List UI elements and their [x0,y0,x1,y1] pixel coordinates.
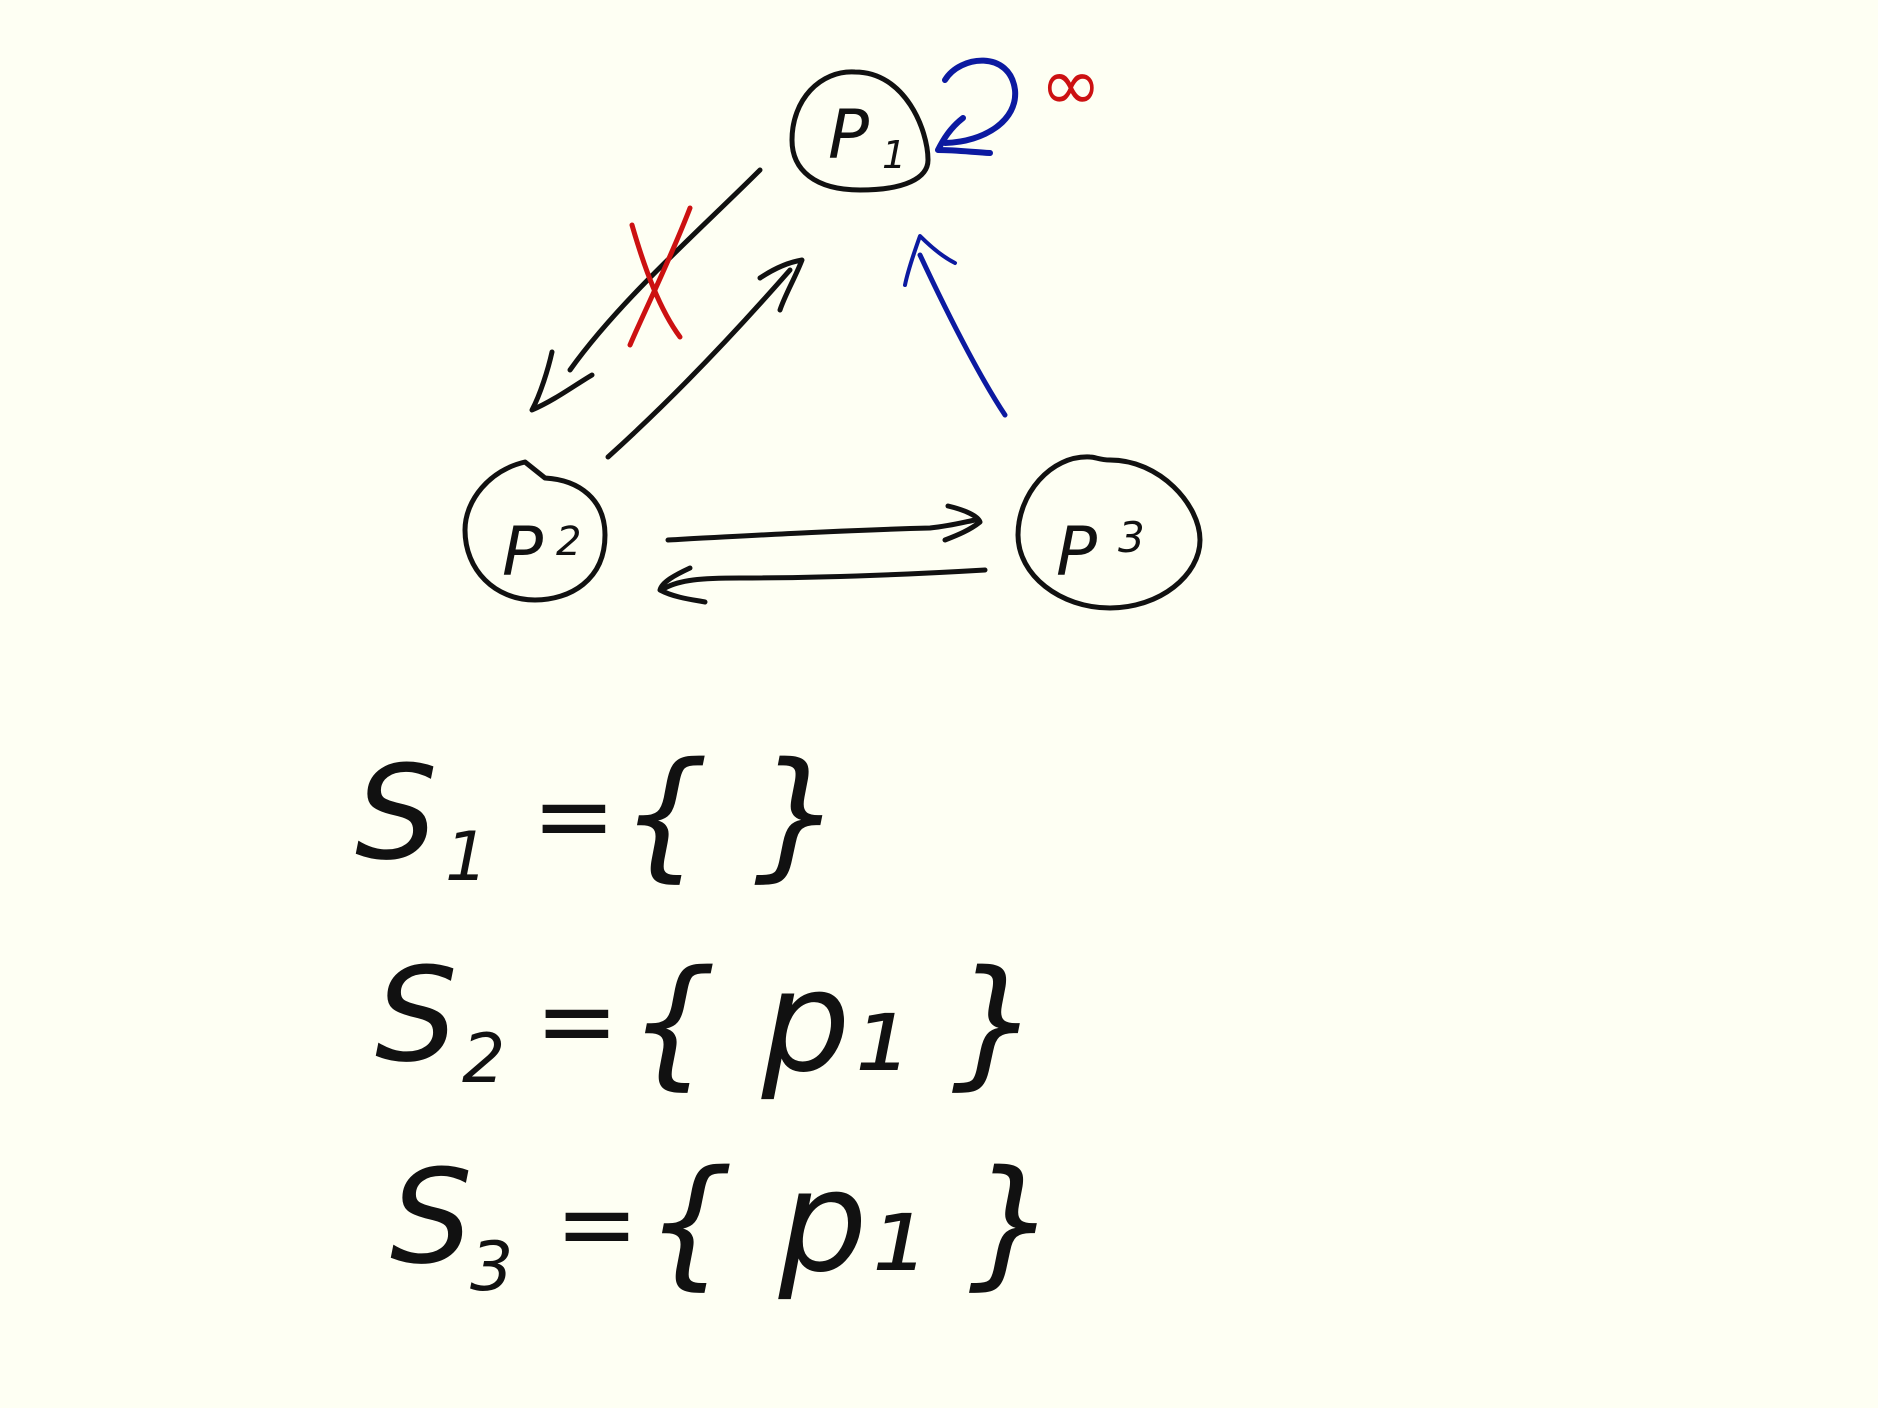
node-p3-subscript: 3 [1118,513,1145,562]
set-row-1: S 1 = { } [355,733,843,897]
node-p2-circle [462,459,608,603]
set-2-subscript: 2 [462,1020,505,1099]
set-2-members: { p₁ } [628,941,1040,1104]
self-loop-p1 [935,57,1019,156]
node-p2-label: P [502,513,543,592]
self-loop-weight: ∞ [1040,42,1102,128]
set-2-name: S [375,939,458,1091]
edge-p2-to-p1 [605,257,805,460]
set-3-equals: = [555,1165,639,1282]
edge-p1-to-p2 [529,167,763,413]
node-p3: P 3 [1015,454,1203,611]
node-p3-circle [1015,454,1203,611]
node-p1: P 1 [789,69,931,193]
blocked-mark [627,205,693,348]
node-p1-subscript: 1 [882,133,906,177]
set-1-members: { } [620,733,843,896]
set-3-members: { p₁ } [645,1141,1057,1304]
set-1-name: S [355,737,438,889]
set-3-name: S [390,1141,473,1293]
edge-p3-to-p1 [903,234,1008,418]
set-2-equals: = [535,962,619,1079]
set-3-subscript: 3 [470,1228,513,1307]
node-p2: P 2 [462,459,608,603]
set-1-subscript: 1 [445,818,488,897]
node-p3-label: P [1056,513,1097,592]
edge-p2-to-p3 [665,503,983,543]
node-p1-circle [789,69,931,193]
set-1-equals: = [532,757,616,874]
node-p1-label: P [828,96,869,175]
node-p2-subscript: 2 [556,519,581,565]
set-row-2: S 2 = { p₁ } [375,939,1040,1104]
set-row-3: S 3 = { p₁ } [390,1141,1057,1307]
edge-p3-to-p2 [657,565,988,605]
